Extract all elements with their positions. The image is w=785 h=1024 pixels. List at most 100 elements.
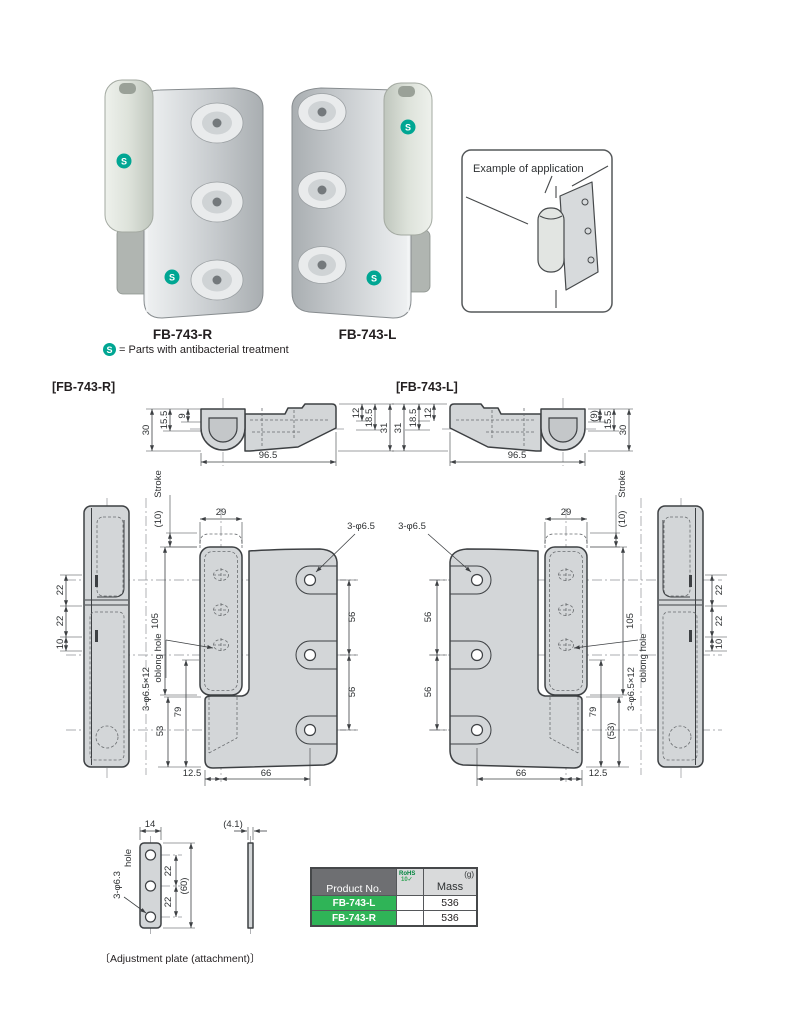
badge-letter: S	[169, 273, 175, 283]
rohs-cell	[396, 910, 424, 927]
dim-label: 3-φ6.5	[398, 521, 426, 532]
sketch-hinge-leaf	[559, 181, 599, 291]
screw-boss	[190, 181, 244, 223]
mass-cell: 536	[423, 895, 478, 911]
mass-word: Mass	[436, 881, 464, 893]
dim-label: 18.5	[408, 409, 419, 428]
dim-label: 56	[347, 612, 358, 623]
dim-label: 31	[393, 423, 404, 434]
dim-label: 96.5	[508, 450, 527, 461]
antibacterial-badge: S	[400, 119, 416, 135]
dim-label: 96.5	[259, 450, 278, 461]
screw-boss	[190, 102, 244, 144]
col-header-mass: (g) Mass	[423, 867, 478, 896]
dim-label: (53)	[606, 723, 617, 740]
dim-label: 12	[351, 408, 362, 419]
dim-label: 22	[714, 585, 725, 596]
dim-label: (4.1)	[223, 819, 243, 830]
dim-label: hole	[123, 849, 134, 867]
dim-label: 79	[588, 707, 599, 718]
dim-label: (9)	[589, 410, 600, 422]
rohs-number: 10✓	[401, 877, 413, 883]
antibacterial-note: S = Parts with antibacterial treatment	[103, 343, 289, 356]
dim-label: Stroke	[153, 470, 164, 497]
badge-letter: S	[405, 123, 411, 133]
dim-label: 53	[155, 726, 166, 737]
dim-label: 79	[173, 707, 184, 718]
dim-label: 18.5	[364, 409, 375, 428]
dim-label: 31	[379, 423, 390, 434]
dim-label: 3-φ6.5	[347, 521, 375, 532]
rohs-label: RoHS	[399, 871, 416, 877]
dim-label: 15.5	[159, 411, 170, 430]
product-label-left: FB-743-L	[338, 327, 397, 342]
dim-label: 105	[625, 613, 636, 629]
rohs-icon: RoHS 10✓	[396, 867, 424, 896]
screw-boss	[297, 246, 347, 284]
adjustment-plate-caption: 〔Adjustment plate (attachment)〕	[99, 953, 261, 965]
dim-label: 12.5	[589, 768, 608, 779]
dim-label: (10)	[153, 511, 164, 528]
dim-label: 29	[216, 507, 227, 518]
mass-table: Product No. RoHS 10✓ (g) Mass FB-743-L 5…	[310, 867, 478, 927]
dim-label: 56	[423, 612, 434, 623]
antibacterial-badge-icon: S	[103, 343, 116, 356]
front-view-left: 3-φ6.5 56 56 29 Stroke (10) 105 oblong h…	[398, 470, 649, 786]
dim-label: 105	[150, 613, 161, 629]
col-header-product: Product No.	[310, 867, 397, 896]
screw-boss	[297, 171, 347, 209]
table-row: FB-743-R 536	[310, 910, 478, 927]
screw-boss	[297, 93, 347, 131]
dim-label: 10	[714, 639, 725, 650]
dim-label: (10)	[617, 511, 628, 528]
side-view-left: 22 22 10	[657, 505, 727, 768]
badge-letter: S	[371, 274, 377, 284]
example-label: Example of application	[473, 163, 584, 175]
top-view-right: 30 15.5 9 12 18.5 31 96.5	[141, 398, 394, 466]
dim-label: 14	[145, 819, 156, 830]
section-title-left: [FB-743-L]	[396, 380, 458, 394]
dim-label: 22	[714, 616, 725, 627]
section-title-right: [FB-743-R]	[52, 380, 116, 394]
dim-label: Stroke	[617, 470, 628, 497]
dim-label: 12.5	[183, 768, 202, 779]
mass-unit: (g)	[464, 870, 474, 879]
antibacterial-note-text: = Parts with antibacterial treatment	[119, 343, 289, 356]
dim-label: 22	[55, 585, 66, 596]
table-header-row: Product No. RoHS 10✓ (g) Mass	[310, 867, 478, 896]
dim-label: 56	[423, 687, 434, 698]
dim-label: 22	[55, 616, 66, 627]
product-no-cell: FB-743-L	[310, 895, 397, 911]
dim-label: oblong hole	[153, 633, 164, 682]
dim-label: 22	[163, 866, 174, 877]
adjustment-plate-drawing: 14 (4.1) hole 3-φ6.3 22 22 (60)	[112, 819, 267, 934]
dim-label: 29	[561, 507, 572, 518]
dim-label: (60)	[179, 878, 190, 895]
screw-boss	[190, 259, 244, 301]
example-of-application-box: Example of application	[461, 149, 613, 313]
badge-letter: S	[121, 157, 127, 167]
dim-label: 66	[261, 768, 272, 779]
rohs-cell	[396, 895, 424, 911]
dim-label: 3-φ6.5×12	[141, 667, 152, 711]
dim-label: 12	[423, 408, 434, 419]
antibacterial-badge: S	[366, 270, 382, 286]
side-view-right: 22 22 10	[55, 505, 130, 768]
dim-label: 30	[141, 425, 152, 436]
mass-cell: 536	[423, 910, 478, 927]
product-no-cell: FB-743-R	[310, 910, 397, 927]
sketch-hinge-pin	[537, 207, 565, 273]
hinge-photo-left: S S	[291, 82, 433, 319]
dim-label: 56	[347, 687, 358, 698]
dim-label: 30	[618, 425, 629, 436]
dim-label: 66	[516, 768, 527, 779]
top-view-left: 31 18.5 12 (9) 15.5 30 96.5	[392, 398, 633, 466]
product-label-right: FB-743-R	[152, 327, 213, 342]
oblong-holes	[213, 568, 229, 652]
dim-label: 10	[55, 639, 66, 650]
table-row: FB-743-L 536	[310, 895, 478, 911]
dim-label: 22	[163, 897, 174, 908]
front-view-right: 29 Stroke (10) 105 56 56 3-φ6.5 oblong h…	[141, 470, 375, 786]
